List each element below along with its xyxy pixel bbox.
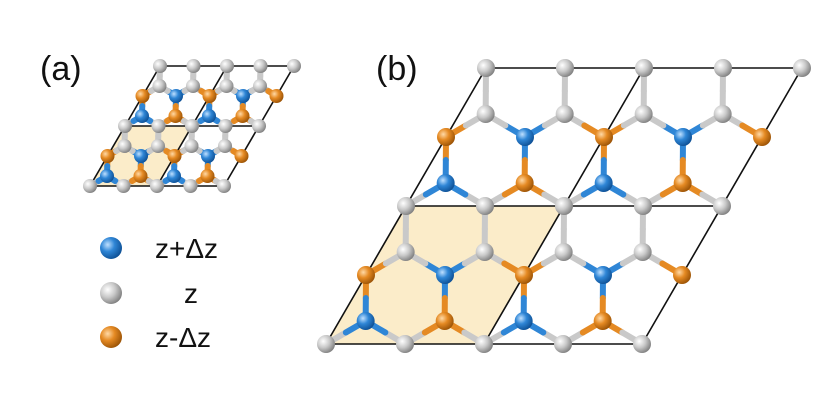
atom-mid	[116, 179, 131, 193]
atom-mid	[252, 119, 266, 133]
atom-down	[135, 89, 150, 103]
atom-down	[595, 128, 613, 146]
atom-down	[200, 169, 215, 183]
atom-down	[435, 312, 454, 330]
atom-mid	[317, 335, 335, 353]
atom-down	[269, 89, 284, 103]
atom-mid	[476, 105, 495, 123]
atom-mid	[186, 59, 201, 73]
atom-down	[202, 89, 217, 103]
panel-a-lattice	[83, 59, 301, 193]
atoms	[317, 59, 811, 353]
atom-mid	[633, 243, 652, 261]
legend-label-up: z+Δz	[155, 233, 218, 264]
legend-item-up: z+Δz	[100, 233, 218, 264]
atom-mid	[634, 105, 653, 123]
atom-down	[515, 174, 534, 192]
atom-down	[167, 149, 182, 163]
atom-up	[202, 109, 216, 123]
atom-down	[133, 169, 148, 183]
atom-down	[168, 109, 183, 123]
atom-mid	[83, 179, 97, 193]
panel-b-label: (b)	[376, 50, 418, 88]
atom-up	[169, 89, 183, 103]
atom-mid	[218, 139, 232, 153]
atom-up-swatch	[100, 237, 122, 259]
atom-down-swatch	[100, 326, 122, 348]
atom-mid	[253, 59, 268, 73]
legend: z+Δz z z-Δz	[100, 233, 218, 353]
atom-mid-swatch	[100, 282, 122, 304]
atom-up	[135, 109, 149, 123]
atom-mid	[151, 119, 166, 133]
atom-mid	[476, 197, 494, 215]
atom-mid	[475, 243, 494, 261]
atom-mid	[217, 179, 231, 193]
legend-item-mid: z	[100, 278, 198, 309]
atom-down	[235, 109, 250, 123]
atom-mid	[183, 179, 198, 193]
atom-mid	[117, 139, 132, 153]
atom-mid	[186, 79, 200, 93]
atom-mid	[253, 79, 267, 93]
atom-mid	[713, 197, 731, 215]
atom-mid	[153, 59, 167, 73]
atom-up	[201, 149, 215, 163]
atoms	[83, 59, 301, 193]
atom-up	[100, 169, 114, 183]
atom-down	[753, 128, 771, 146]
atom-mid	[396, 243, 415, 261]
atom-up	[436, 266, 454, 284]
panel-a-label: (a)	[40, 50, 82, 88]
atom-mid	[220, 59, 234, 73]
atom-mid	[555, 197, 573, 215]
atom-up	[167, 169, 181, 183]
atom-up	[236, 89, 250, 103]
atom-mid	[713, 105, 732, 123]
atom-mid	[714, 59, 732, 77]
atom-mid	[634, 197, 652, 215]
atom-mid	[150, 179, 164, 193]
atom-up	[356, 312, 375, 330]
atom-mid	[118, 119, 132, 133]
atom-mid	[555, 105, 574, 123]
atom-mid	[633, 335, 651, 353]
atom-up	[674, 128, 692, 146]
atom-mid	[477, 59, 495, 77]
legend-label-mid: z	[184, 278, 198, 309]
atom-down	[357, 266, 375, 284]
atom-down	[673, 174, 692, 192]
atom-up	[594, 174, 613, 192]
atom-up	[594, 266, 612, 284]
atom-mid	[185, 119, 199, 133]
atom-down	[100, 149, 115, 163]
atom-mid	[554, 243, 573, 261]
panel-b-lattice	[317, 59, 811, 353]
atom-mid	[556, 59, 574, 77]
atom-mid	[475, 335, 493, 353]
atom-mid	[396, 335, 414, 353]
atom-mid	[219, 79, 234, 93]
atom-mid	[151, 139, 165, 153]
atom-up	[134, 149, 148, 163]
atom-up	[514, 312, 533, 330]
atom-down	[593, 312, 612, 330]
legend-item-down: z-Δz	[100, 322, 211, 353]
atom-mid	[152, 79, 167, 93]
atom-down	[515, 266, 533, 284]
atom-mid	[793, 59, 811, 77]
atom-mid	[218, 119, 233, 133]
atom-mid	[554, 335, 572, 353]
atom-down	[673, 266, 691, 284]
atom-up	[516, 128, 534, 146]
atom-down	[437, 128, 455, 146]
atom-mid	[287, 59, 301, 73]
atom-mid	[397, 197, 415, 215]
atom-down	[234, 149, 249, 163]
atom-up	[436, 174, 455, 192]
legend-label-down: z-Δz	[155, 322, 211, 353]
atom-mid	[184, 139, 199, 153]
atom-mid	[635, 59, 653, 77]
